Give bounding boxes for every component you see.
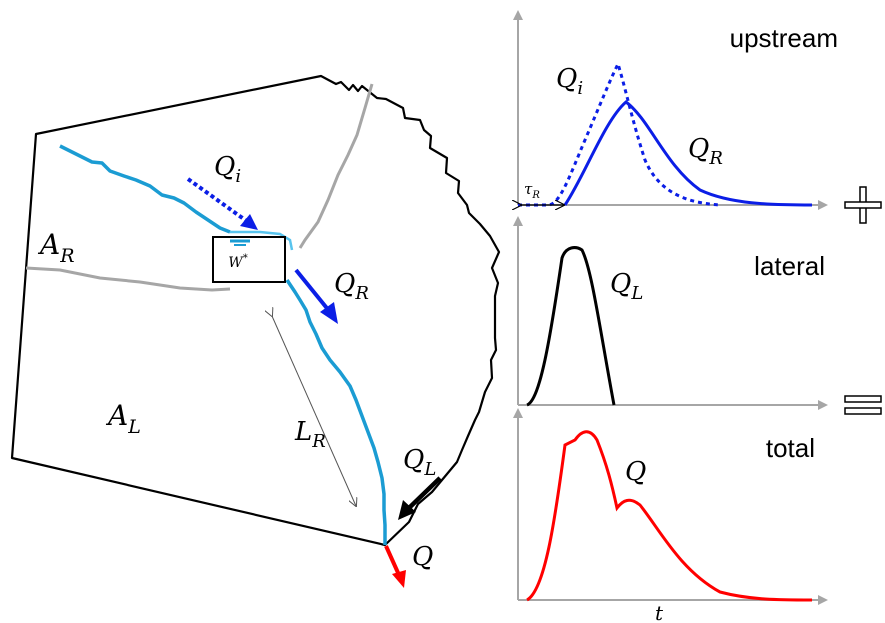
inflow-hydrograph (518, 59, 721, 207)
upstream-area-label: AR (37, 228, 75, 267)
lateral-panel: lateral QL (513, 216, 828, 410)
outlet-arrow (384, 545, 401, 576)
release-arrow (294, 268, 332, 314)
release-label: QR (334, 269, 369, 304)
lateral-area-label: AL (105, 399, 141, 438)
lag-label: τR (524, 180, 540, 201)
lateral-title: lateral (754, 251, 825, 281)
reach-length-label: LR (294, 417, 326, 452)
upstream-river (59, 144, 231, 234)
release-hydrograph (563, 100, 813, 207)
total-panel: total Q t (513, 408, 828, 623)
lateral-inflow-arrow (408, 476, 442, 509)
equals-icon (844, 395, 882, 415)
inflow-arrowhead (240, 214, 258, 230)
watershed-map: W* Qi QR AR AL LR QL (10, 74, 501, 588)
outlet-arrowhead (392, 570, 406, 588)
inflow-arrow (186, 177, 250, 224)
dam-icon (230, 239, 250, 246)
subcatchment-divide-left (25, 266, 231, 292)
total-title: total (766, 433, 815, 463)
panel-release-label: QR (688, 134, 723, 169)
outlet-label: Q (412, 542, 433, 572)
lateral-hydrograph (526, 246, 616, 407)
time-axis-label: t (655, 601, 664, 623)
panel-lateral-label: QL (610, 269, 643, 304)
upstream-title: upstream (730, 23, 838, 53)
lateral-inflow-arrowhead (398, 500, 416, 520)
reach-length-arrow (272, 316, 356, 506)
watershed-boundary (10, 74, 501, 547)
reservoir-box (212, 236, 286, 283)
upstream-panel: τR upstream Qi QR (518, 10, 838, 210)
panel-total-label: Q (625, 457, 646, 487)
reservoir-label: W* (228, 253, 247, 271)
inflow-label: Qi (214, 152, 241, 187)
panel-inflow-label: Qi (556, 64, 583, 99)
lateral-inflow-label: QL (403, 445, 436, 480)
total-hydrograph (526, 430, 813, 602)
subcatchment-divide-upper (298, 83, 374, 249)
plus-icon (844, 186, 882, 224)
reservoir-inflow-channel (230, 230, 294, 251)
